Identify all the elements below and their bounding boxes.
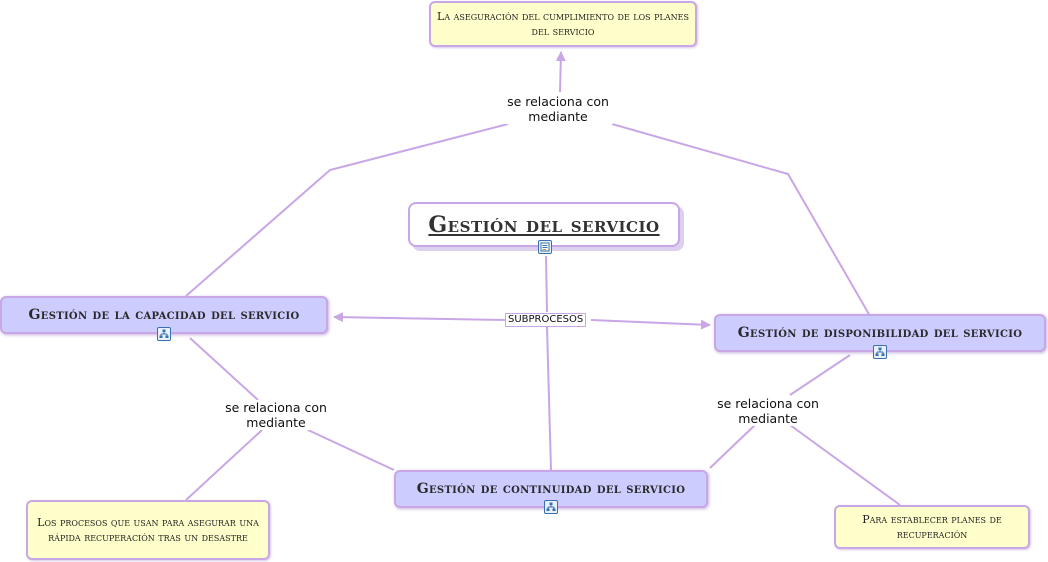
concept-planes-text: Para establecer planes de recuperación [862, 513, 1002, 541]
edge-link-right-to-continuidad [709, 424, 756, 469]
concept-disponibilidad-text: Gestión de disponibilidad del servicio [737, 325, 1023, 341]
concept-planes[interactable]: Para establecer planes de recuperación [834, 505, 1030, 549]
hierarchy-icon[interactable] [544, 500, 558, 514]
edge-link-left-to-procesos [185, 429, 263, 501]
edge-disponibilidad-to-link-top [611, 123, 871, 317]
concept-aseguracion-text: La aseguración del cumplimiento de los p… [437, 10, 689, 38]
document-icon[interactable] [538, 240, 552, 254]
edge-capacidad-to-link-left [189, 337, 259, 401]
edge-link-right-to-planes [789, 424, 901, 506]
edge-link-top-to-aseguracion [555, 51, 566, 93]
concept-capacidad-text: Gestión de la capacidad del servicio [28, 307, 300, 323]
hierarchy-icon[interactable] [873, 345, 887, 359]
edge-root-to-subprocesos [545, 255, 548, 313]
edge-subprocesos-to-capacidad [333, 312, 506, 323]
link-label-subprocesos: SUBPROCESOS [505, 313, 587, 327]
concept-procesos[interactable]: Los procesos que usan para asegurar una … [26, 500, 270, 560]
concept-procesos-text: Los procesos que usan para asegurar una … [37, 516, 259, 544]
edge-link-left-to-continuidad [307, 429, 395, 471]
edge-capacidad-to-link-top [185, 123, 509, 297]
hierarchy-icon[interactable] [157, 327, 171, 341]
concept-root[interactable]: Gestión del servicio [408, 202, 680, 247]
edge-subprocesos-to-disponibilidad [590, 319, 711, 330]
link-label-left: se relaciona con mediante [221, 400, 331, 430]
edge-subprocesos-to-continuidad [546, 326, 552, 471]
concept-aseguracion[interactable]: La aseguración del cumplimiento de los p… [429, 1, 697, 47]
link-label-right: se relaciona con mediante [713, 396, 823, 426]
edge-disponibilidad-to-link-right [789, 354, 851, 396]
concept-continuidad-text: Gestión de continuidad del servicio [416, 481, 686, 497]
link-label-top: se relaciona con mediante [503, 94, 613, 124]
concept-root-text: Gestión del servicio [428, 211, 660, 238]
